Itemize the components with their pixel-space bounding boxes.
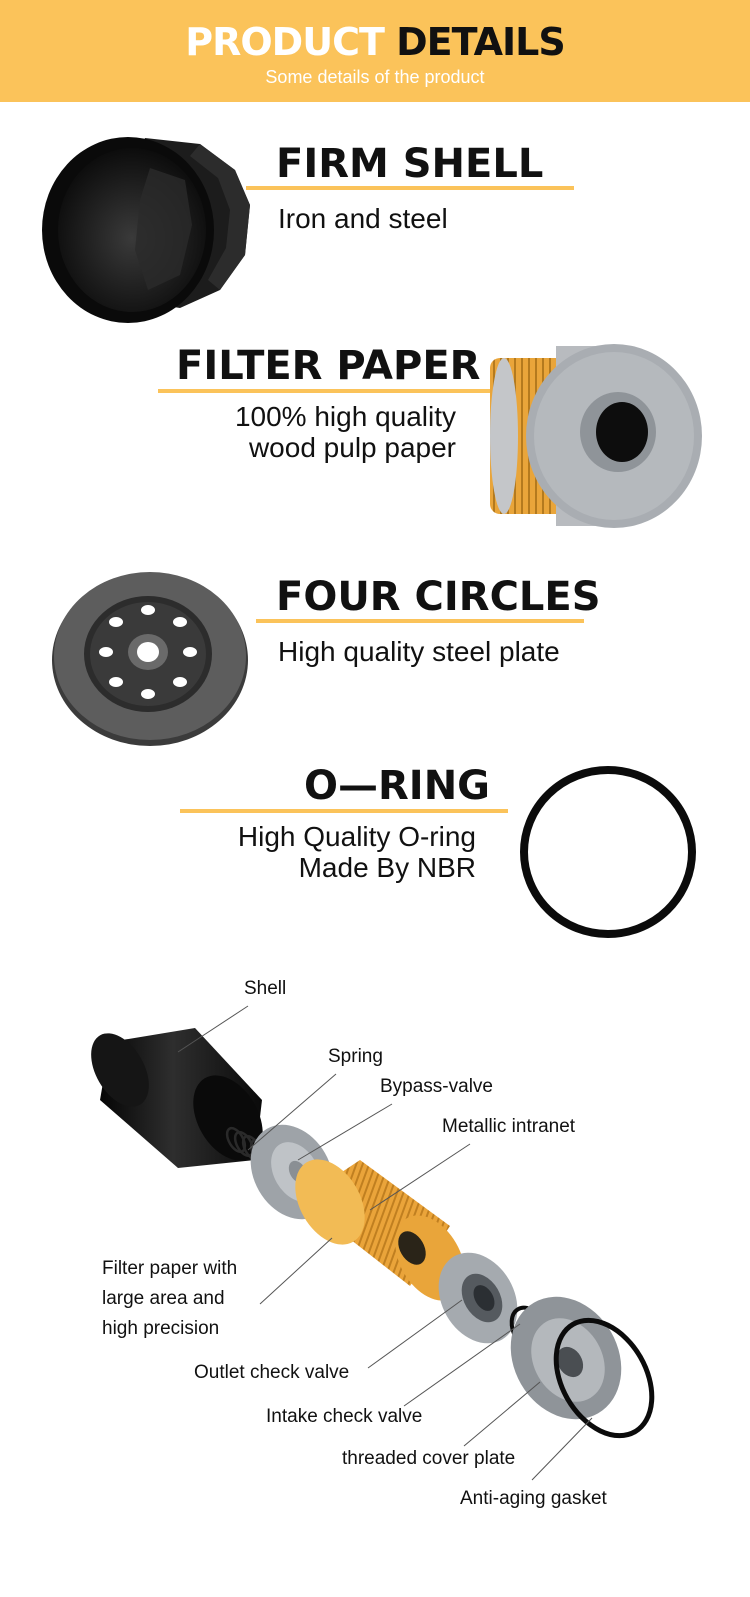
leader-lines (177, 1005, 593, 1481)
o-ring-icon (520, 766, 696, 938)
title-word-details: DETAILS (396, 20, 566, 64)
label-spring: Spring (328, 1046, 383, 1067)
filter-shell-icon (42, 137, 250, 323)
label-outlet-check-valve: Outlet check valve (194, 1362, 350, 1383)
accent-rule (246, 186, 574, 190)
feature-title: FILTER PAPER (176, 343, 481, 389)
accent-rule (180, 809, 508, 813)
label-threaded-cover-plate: threaded cover plate (342, 1448, 516, 1469)
feature-title: FIRM SHELL (276, 141, 544, 187)
anti-aging-gasket-part (553, 1317, 655, 1439)
label-bypass-valve: Bypass-valve (380, 1076, 493, 1097)
label-shell: Shell (244, 978, 287, 999)
steel-plate-icon (52, 572, 248, 746)
label-filter-paper: Filter paper with large area and high pr… (102, 1258, 238, 1339)
feature-title: O—RING (304, 763, 490, 809)
accent-rule (158, 389, 490, 393)
feature-description: 100% high quality wood pulp paper (234, 401, 456, 463)
feature-description: High quality steel plate (278, 636, 560, 667)
feature-description: Iron and steel (278, 203, 448, 234)
threaded-cover-plate-part (510, 1296, 622, 1420)
label-metallic-intranet: Metallic intranet (442, 1116, 576, 1137)
outlet-check-valve-part (438, 1252, 518, 1344)
page-subtitle: Some details of the product (265, 67, 485, 87)
label-anti-aging-gasket: Anti-aging gasket (460, 1488, 607, 1509)
header-banner: PRODUCT DETAILS Some details of the prod… (0, 0, 750, 102)
title-word-product: PRODUCT (185, 20, 385, 64)
shell-part (91, 1028, 263, 1168)
label-intake-check-valve: Intake check valve (266, 1406, 423, 1427)
accent-rule (256, 619, 584, 623)
page-title: PRODUCT DETAILS (0, 20, 750, 64)
filter-paper-element-icon (490, 344, 702, 528)
feature-description: High Quality O-ring Made By NBR (237, 821, 476, 883)
feature-title: FOUR CIRCLES (276, 574, 601, 620)
